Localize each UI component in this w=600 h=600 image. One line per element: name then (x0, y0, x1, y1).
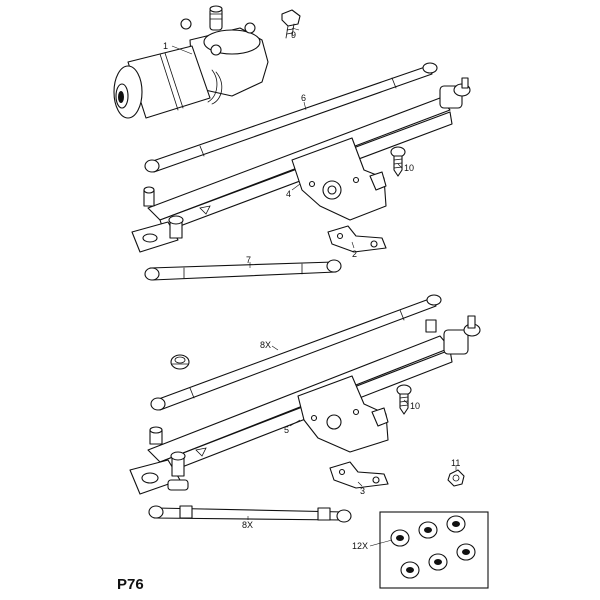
callouts: 1 9 6 10 4 2 7 8X 10 5 11 3 8X 12X (163, 30, 460, 551)
bush (428, 553, 448, 571)
bush (456, 543, 476, 561)
callout-8x-upper: 8X (260, 340, 271, 350)
callout-6: 6 (301, 93, 306, 103)
bolt-9 (281, 9, 301, 39)
screw-10-lower (396, 384, 412, 415)
bush (390, 529, 410, 547)
rod-7 (144, 259, 342, 281)
callout-10-upper: 10 (404, 163, 414, 173)
plate-2 (327, 225, 387, 253)
callout-8x-lower: 8X (242, 520, 253, 530)
grommet-loose (170, 354, 190, 370)
callout-11: 11 (451, 458, 460, 468)
rod-8x-lower (148, 505, 352, 523)
callout-9: 9 (291, 30, 296, 40)
callout-1: 1 (163, 41, 168, 51)
bush (400, 561, 420, 579)
bush (446, 515, 466, 533)
callout-7: 7 (246, 255, 251, 265)
leader-lines (171, 27, 457, 547)
linkage-frame-5 (129, 315, 481, 495)
rod-8x-upper (150, 294, 442, 411)
plate-3 (329, 461, 389, 489)
callout-5: 5 (284, 425, 289, 435)
nut-11 (447, 469, 465, 487)
callout-4: 4 (286, 189, 291, 199)
screw-10-upper (390, 146, 406, 177)
page-code: P76 (117, 576, 144, 593)
wiper-motor (113, 5, 269, 119)
callout-3: 3 (360, 486, 365, 496)
linkage-frame-4 (131, 77, 471, 253)
bush-set-12x (379, 511, 489, 589)
callout-10-lower: 10 (410, 401, 420, 411)
rod-6 (144, 62, 438, 173)
callout-2: 2 (352, 249, 357, 259)
bush (418, 521, 438, 539)
callout-12x: 12X (352, 541, 368, 551)
